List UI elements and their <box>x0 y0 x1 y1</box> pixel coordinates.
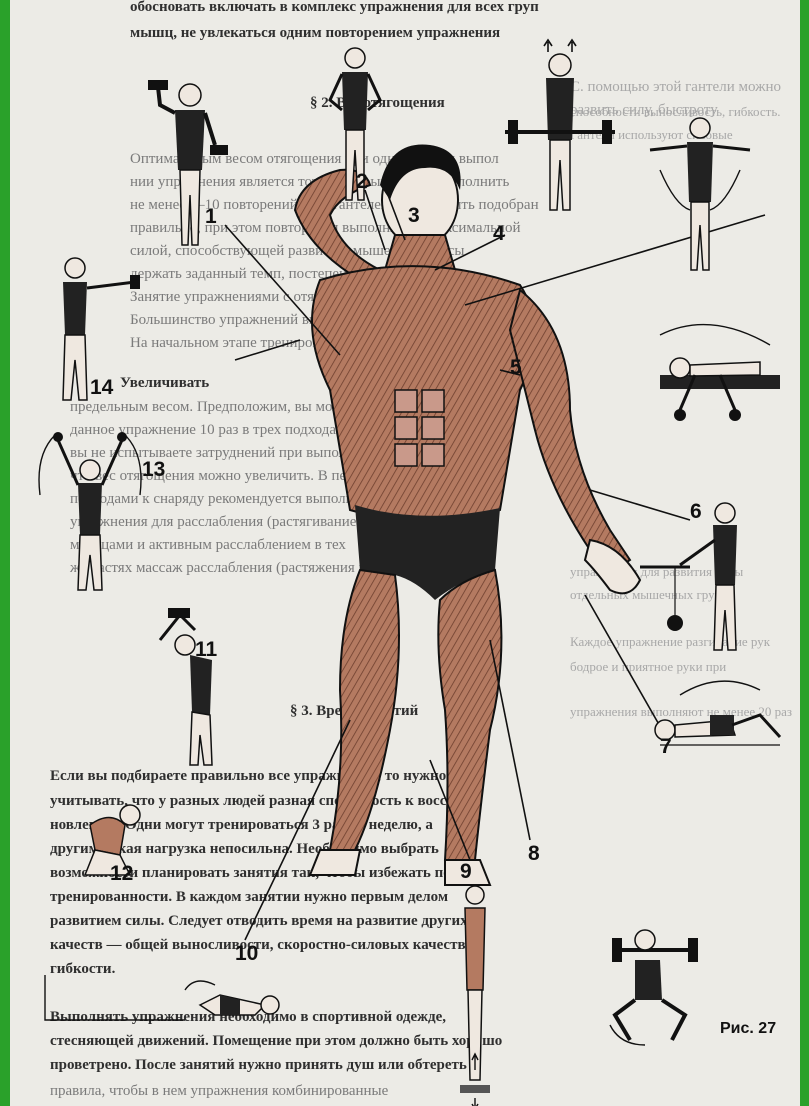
pointer-line-1 <box>225 225 340 355</box>
figure-label-13: 13 <box>142 458 165 482</box>
exercise-figure-floor-press <box>640 675 790 785</box>
figure-label-14: 14 <box>90 376 113 400</box>
exercise-figure-side-bend <box>140 600 250 770</box>
pointer-line-9 <box>430 760 470 860</box>
exercise-figure-calf-raise <box>450 880 500 1106</box>
exercise-figure-standing <box>320 40 390 210</box>
pointer-line-3 <box>388 195 405 240</box>
figure-label-3: 3 <box>408 204 420 228</box>
figure-label-4: 4 <box>493 222 505 246</box>
exercise-figure-barbell-squat <box>600 920 710 1050</box>
exercise-figure-curl <box>140 75 240 255</box>
textbook-page: обосновать включать в комплекс упражнени… <box>10 0 800 1106</box>
figure-label-10: 10 <box>235 942 258 966</box>
figure-label-9: 9 <box>460 860 472 884</box>
pointer-line-10 <box>245 720 350 940</box>
figure-label-6: 6 <box>690 500 702 524</box>
figure-label-7: 7 <box>660 735 672 759</box>
exercise-figure-overhead-arms <box>30 425 150 595</box>
pointer-line-14 <box>235 340 300 360</box>
exercise-figure-prone-leg-raise <box>35 960 285 1040</box>
figure-label-2: 2 <box>356 170 368 194</box>
figure-label-11: 11 <box>195 638 217 662</box>
figure-label-1: 1 <box>205 205 217 229</box>
exercise-figure-lateral-raise <box>645 110 755 280</box>
exercise-figure-barbell-shrug <box>500 40 620 220</box>
exercise-figure-bench-fly <box>640 320 790 440</box>
figure-label-12: 12 <box>110 862 133 886</box>
figure-label-5: 5 <box>510 356 522 380</box>
figure-label-8: 8 <box>528 842 540 866</box>
pointer-line-8 <box>490 640 530 840</box>
figure-caption: Рис. 27 <box>720 1020 776 1038</box>
